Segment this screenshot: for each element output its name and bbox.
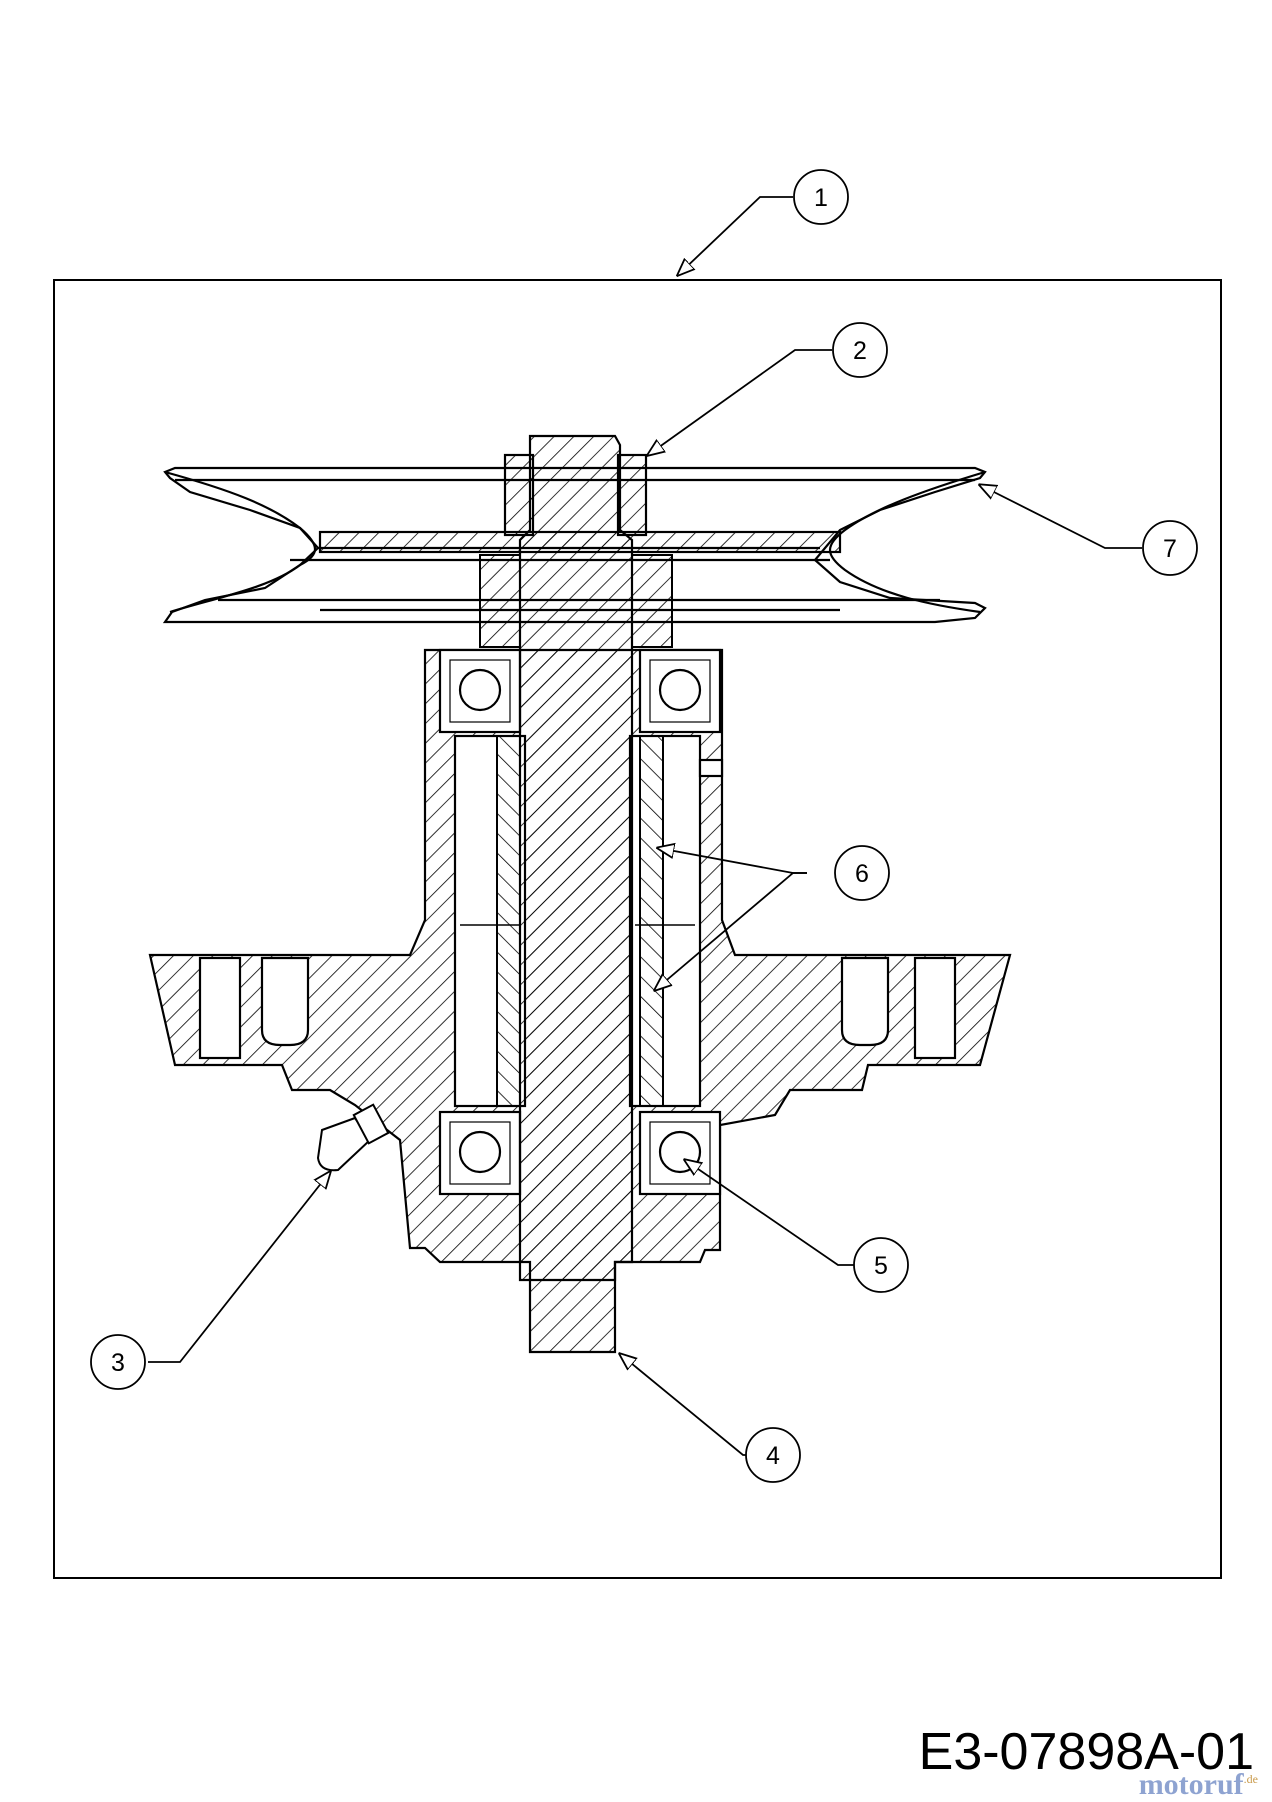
- callout-2: 2: [832, 322, 888, 378]
- watermark-suffix: .de: [1243, 1772, 1258, 1786]
- drawing-code: E3-07898A-01: [918, 1723, 1254, 1781]
- bearings: [438, 648, 722, 1196]
- callout-4-label: 4: [766, 1442, 780, 1470]
- callout-1-label: 1: [814, 184, 828, 212]
- watermark-main: motoruf: [1138, 1768, 1244, 1801]
- callout-7-label: 7: [1163, 535, 1177, 563]
- callout-7: 7: [1142, 520, 1198, 576]
- spindle-shaft: [503, 434, 648, 1354]
- spacer-sleeves: [479, 554, 673, 1107]
- callout-3-label: 3: [111, 1349, 125, 1377]
- callout-5: 5: [853, 1237, 909, 1293]
- callout-6: 6: [834, 845, 890, 901]
- callout-4: 4: [745, 1427, 801, 1483]
- callout-1: 1: [793, 169, 849, 225]
- callout-3: 3: [90, 1334, 146, 1390]
- watermark-logo: motoruf.de: [1139, 1762, 1258, 1802]
- leader-lines: [148, 196, 1142, 1456]
- grease-fitting: [316, 1103, 390, 1172]
- callout-5-label: 5: [874, 1252, 888, 1280]
- assembly-frame: [53, 279, 1222, 1579]
- callout-6-label: 6: [855, 860, 869, 888]
- callout-2-label: 2: [853, 337, 867, 365]
